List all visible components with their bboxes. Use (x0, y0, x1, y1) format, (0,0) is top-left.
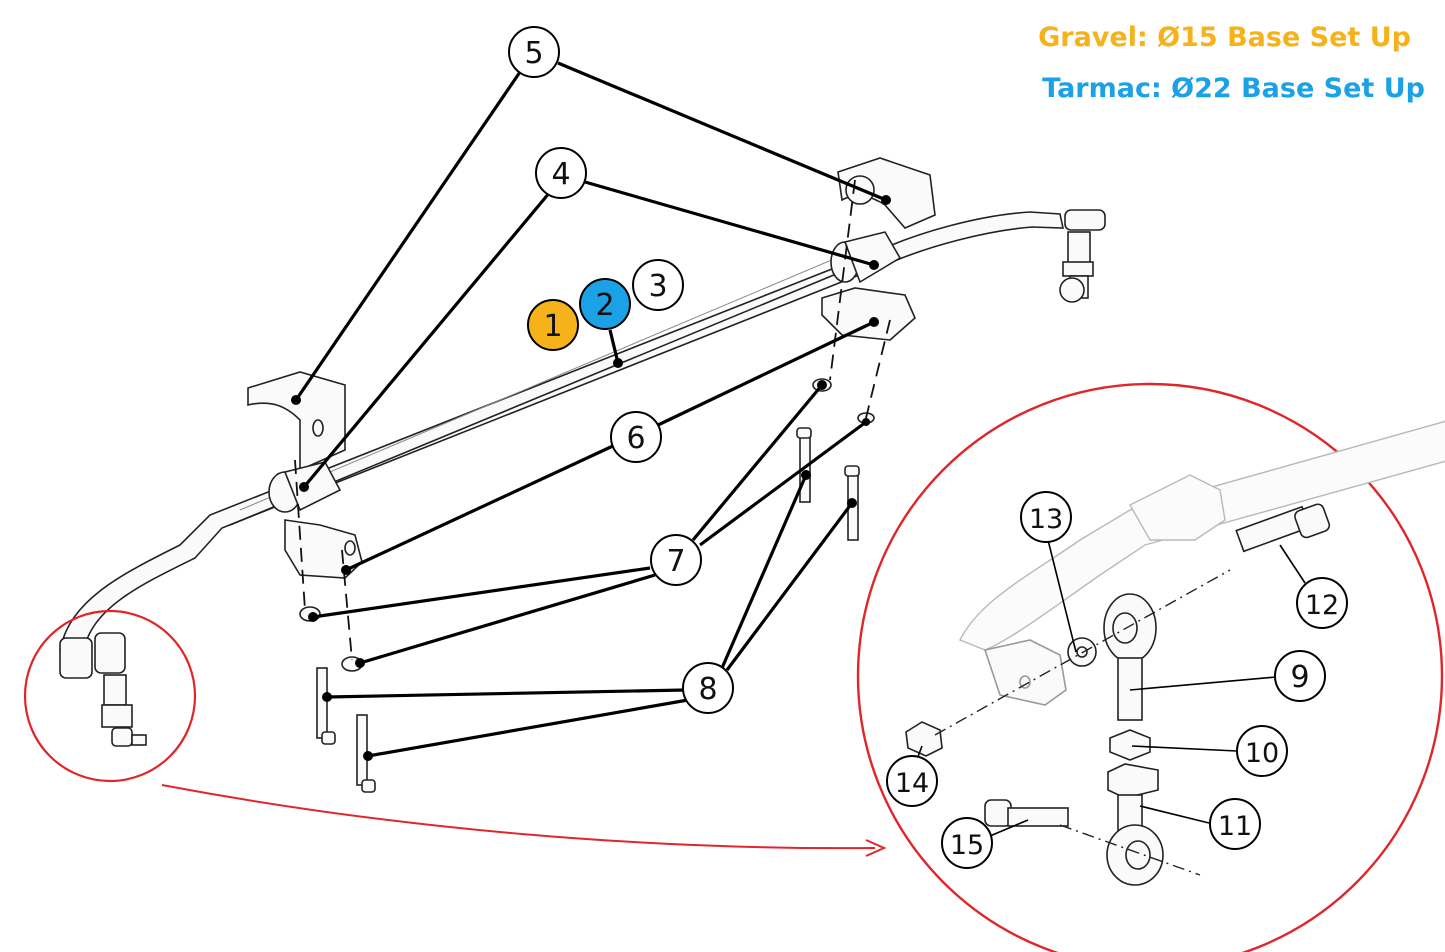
callout-12: 12 (1296, 577, 1348, 629)
bolts (316, 427, 860, 793)
svg-text:12: 12 (1305, 590, 1339, 621)
assembly-axes (294, 179, 891, 661)
left-bushing (268, 461, 342, 513)
legend-gravel: Gravel: Ø15 Base Set Up (1038, 22, 1411, 53)
svg-text:3: 3 (648, 269, 667, 304)
callout-13: 13 (1020, 491, 1072, 543)
callout-4: 4 (535, 147, 587, 199)
svg-text:9: 9 (1290, 660, 1309, 695)
anti-roll-bar (59, 211, 1064, 651)
callout-5: 5 (508, 26, 560, 78)
callout-1: 1 (527, 299, 579, 351)
right-clamp-lower (821, 287, 916, 341)
callout-14: 14 (886, 755, 938, 807)
callout-7: 7 (650, 534, 702, 586)
callouts: 1 2 3 4 5 6 7 8 (508, 26, 1348, 869)
callout-15: 15 (941, 817, 993, 869)
detail-view (856, 382, 1445, 952)
svg-text:5: 5 (524, 36, 543, 71)
callout-2: 2 (579, 278, 631, 330)
svg-text:4: 4 (551, 157, 570, 192)
svg-text:7: 7 (666, 544, 685, 579)
svg-text:6: 6 (626, 421, 645, 456)
svg-text:2: 2 (595, 288, 614, 323)
highlight-left-endlink (23, 609, 887, 857)
callout-6: 6 (610, 411, 662, 463)
svg-text:10: 10 (1245, 738, 1279, 769)
svg-text:8: 8 (698, 672, 717, 707)
svg-text:13: 13 (1029, 504, 1063, 535)
left-clamp-upper (247, 371, 346, 472)
svg-text:15: 15 (950, 830, 984, 861)
svg-text:1: 1 (543, 309, 562, 344)
legend-tarmac: Tarmac: Ø22 Base Set Up (1042, 73, 1425, 104)
svg-text:14: 14 (895, 768, 929, 799)
callout-9: 9 (1274, 650, 1326, 702)
right-end-link (1059, 209, 1106, 303)
leader-lines (291, 61, 1306, 837)
callout-11: 11 (1209, 798, 1261, 850)
svg-text:11: 11 (1218, 811, 1252, 842)
washers (299, 378, 875, 672)
callout-10: 10 (1236, 725, 1288, 777)
left-end-link (59, 632, 147, 747)
callout-8: 8 (682, 662, 734, 714)
callout-3: 3 (632, 259, 684, 311)
